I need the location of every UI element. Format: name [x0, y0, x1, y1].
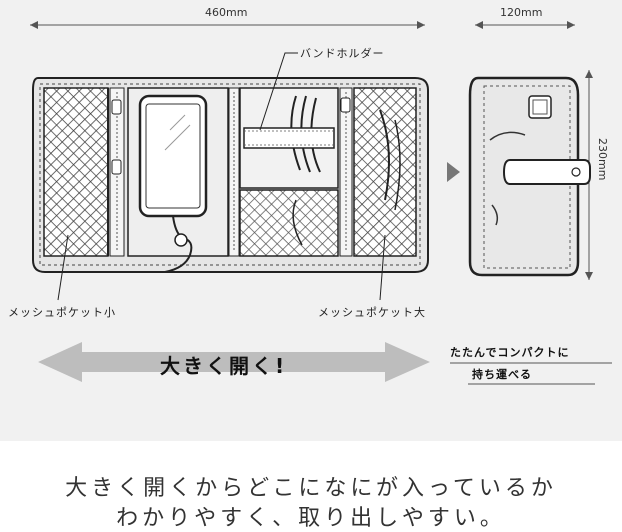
compact-text-line2: 持ち運べる: [472, 368, 532, 381]
mesh-small-label: メッシュポケット小: [8, 306, 116, 319]
caption-line2: わかりやすく、取り出しやすい。: [116, 506, 506, 531]
folded-organizer: [468, 76, 591, 277]
open-wide-arrow: [38, 342, 430, 382]
dimension-width-folded: [475, 21, 575, 29]
open-wide-label: 大きく開く!: [160, 354, 288, 378]
dimension-width-folded-label: 120mm: [500, 6, 543, 19]
mesh-small-leader: [57, 234, 69, 301]
caption-line1: 大きく開くからどこになにが入っているか: [65, 476, 557, 501]
compact-text-line1: たたんでコンパクトに: [450, 346, 570, 359]
mesh-large-label: メッシュポケット大: [318, 306, 426, 319]
dimension-width-open-label: 460mm: [205, 6, 248, 19]
diagram-drawing: [30, 21, 612, 385]
mesh-large-leader: [379, 234, 386, 301]
dimension-width-open: [30, 21, 425, 29]
dimension-height-folded-label: 230mm: [596, 138, 609, 181]
band-holder-label: バンドホルダー: [300, 47, 385, 60]
open-organizer: [32, 77, 429, 273]
band-holder-leader: [259, 52, 298, 131]
fold-arrow-icon: [447, 162, 460, 182]
